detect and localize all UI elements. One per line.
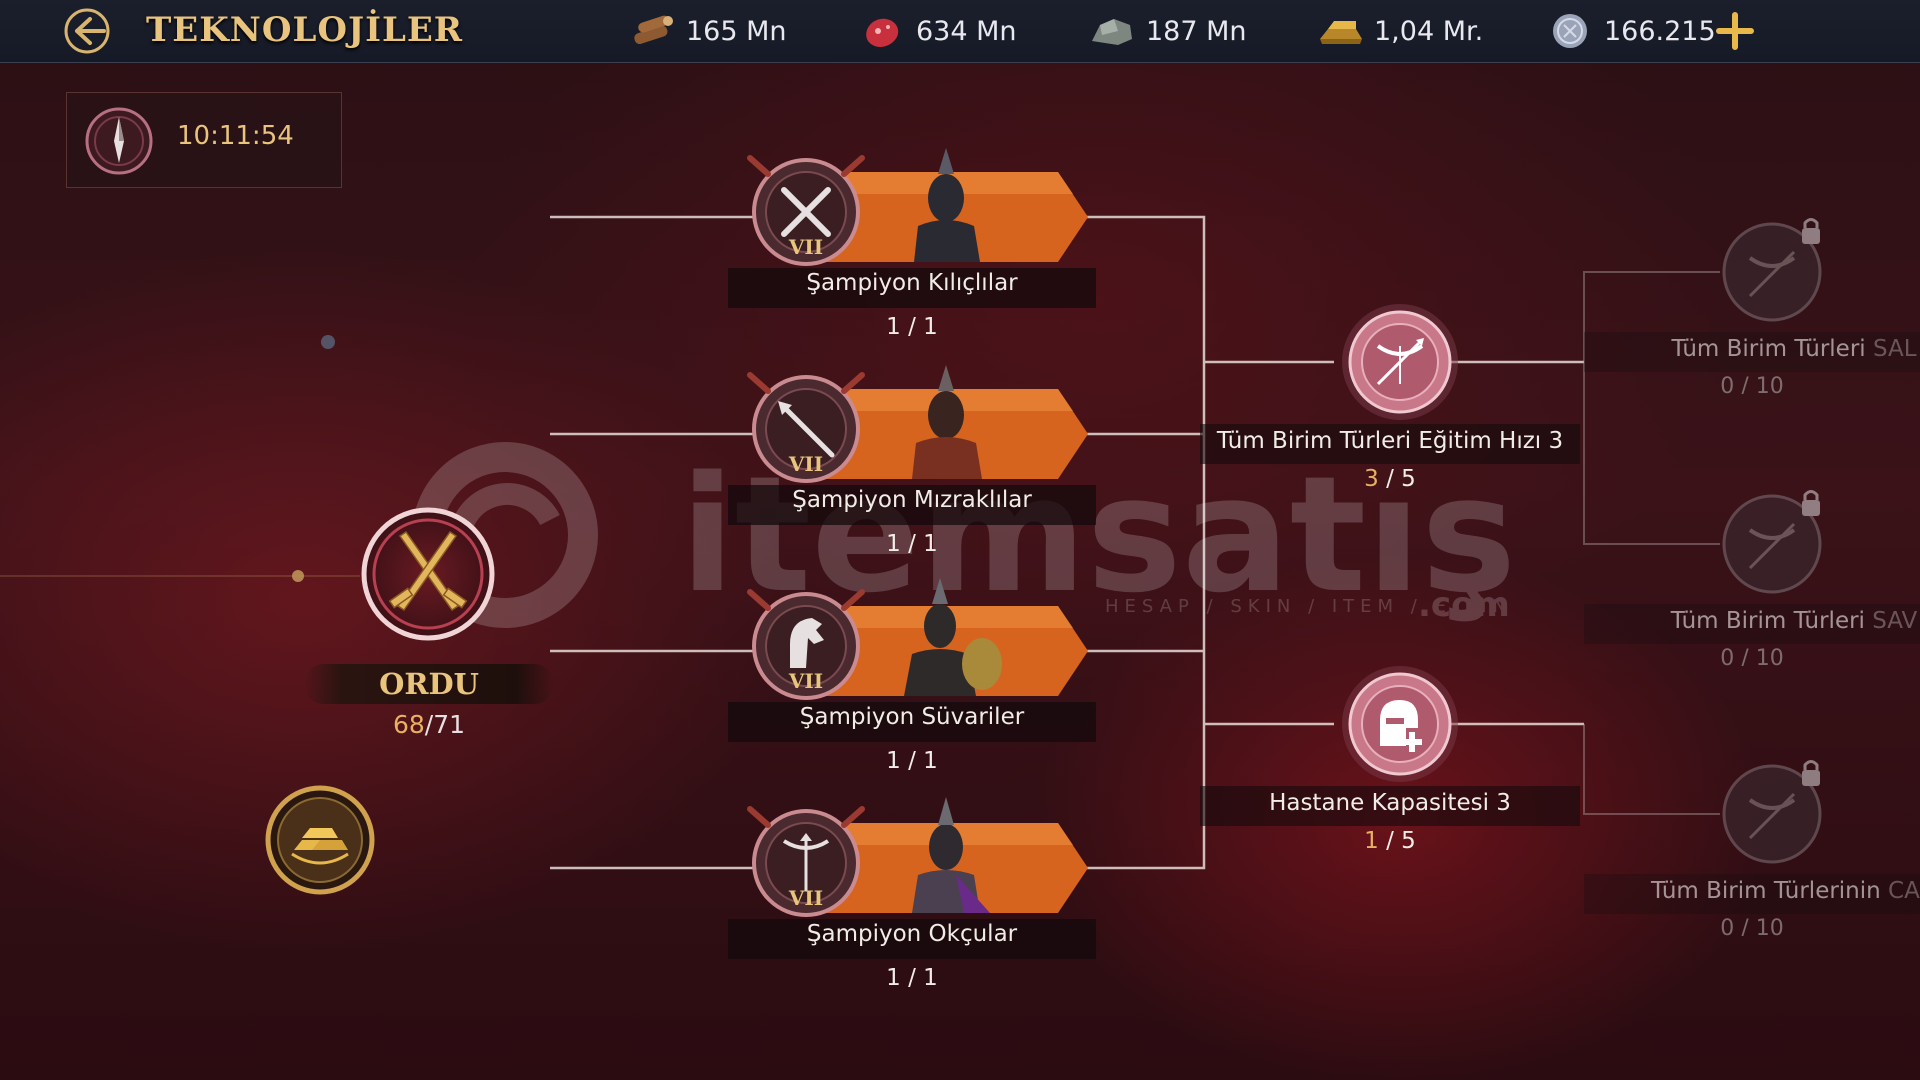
tech-name-faded: SAL <box>1872 336 1917 362</box>
compass-icon <box>85 107 153 175</box>
tech-name: Şampiyon Mızraklılar <box>792 487 1032 513</box>
tech-name-visible: Tüm Birim Türleri <box>1671 336 1873 362</box>
tech-name: Şampiyon Kılıçlılar <box>806 270 1018 296</box>
tech-progress: 3 / 5 <box>1200 466 1580 492</box>
tech-name: Hastane Kapasitesi 3 <box>1269 790 1511 816</box>
tech-progress: 1 / 1 <box>886 748 938 774</box>
lock-icon <box>1802 490 1820 516</box>
lock-icon <box>1802 218 1820 244</box>
name-background <box>728 268 1096 308</box>
stone-icon <box>1092 19 1132 45</box>
tech-progress-current: 3 <box>1364 466 1379 492</box>
tier-badge: VII <box>788 886 823 910</box>
resource-value: 187 Mn <box>1146 15 1247 47</box>
meat-icon <box>866 18 899 47</box>
back-arrow-icon[interactable] <box>60 6 114 56</box>
ordu-emblem[interactable] <box>360 506 496 642</box>
tech-name: Şampiyon Okçular <box>806 921 1018 947</box>
champion-banner: VII <box>747 578 1088 700</box>
name-background <box>1584 604 1920 644</box>
tech-node-locked-3[interactable]: Tüm Birim Türlerinin CAN 0 / 10 <box>1584 756 1920 936</box>
resource-value: 165 Mn <box>686 15 787 47</box>
tech-progress: 1 / 5 <box>1200 828 1580 854</box>
wood-icon <box>634 15 673 45</box>
resource-value: 634 Mn <box>916 15 1017 47</box>
tier-badge: VII <box>788 452 823 476</box>
tech-progress: 1 / 1 <box>886 965 938 991</box>
name-background <box>1584 332 1920 372</box>
research-timer[interactable]: 10:11:54 <box>66 92 342 188</box>
crossed-swords-icon <box>388 530 468 612</box>
bow-arrow-icon <box>1722 760 1822 864</box>
tech-name: Şampiyon Süvariler <box>799 704 1025 730</box>
tech-node-locked-1[interactable]: Tüm Birim Türleri SAL 0 / 10 <box>1584 214 1920 394</box>
crossed-swords-icon <box>747 155 865 266</box>
top-bar: TEKNOLOJİLER 165 Mn 634 Mn 187 Mn 1,04 M… <box>0 0 1920 63</box>
add-currency-button[interactable] <box>1714 10 1756 52</box>
category-label: ORDU <box>379 667 479 701</box>
champion-banner: VII <box>747 148 1088 266</box>
timer-value: 10:11:54 <box>177 121 294 151</box>
tech-node-locked-2[interactable]: Tüm Birim Türleri SAV 0 / 10 <box>1584 486 1920 666</box>
resource-wood: 165 Mn <box>628 10 787 52</box>
champion-banner: VII <box>747 797 1088 917</box>
bow-arrow-icon <box>1722 490 1822 594</box>
tech-progress: 0 / 10 <box>1720 646 1784 666</box>
tech-node-sampiyon-kiliclilar[interactable]: VII Şampiyon Kılıçlılar 1 / 1 <box>728 134 1096 340</box>
resource-meat: 634 Mn <box>858 10 1017 52</box>
name-background <box>1200 424 1580 464</box>
tech-node-sampiyon-mizraklilar[interactable]: VII Şampiyon Mızraklılar 1 / 1 <box>728 351 1096 557</box>
category-progress: 68/71 <box>304 710 554 739</box>
tech-name: Tüm Birim Türleri SAV <box>1584 608 1920 634</box>
tech-progress: 0 / 10 <box>1720 916 1784 936</box>
name-background <box>728 485 1096 525</box>
tech-node-sampiyon-okcular[interactable]: VII Şampiyon Okçular 1 / 1 <box>728 785 1096 991</box>
tier-badge: VII <box>788 669 823 693</box>
bow-arrow-icon <box>1342 304 1458 420</box>
tech-node-sampiyon-suvariler[interactable]: VII Şampiyon Süvariler 1 / 1 <box>728 568 1096 774</box>
tech-progress: 1 / 1 <box>886 531 938 557</box>
decorative-arcs <box>0 335 360 582</box>
resource-silver: 166.215 <box>1546 10 1716 52</box>
resource-stone: 187 Mn <box>1088 10 1247 52</box>
tech-name-faded: SAV <box>1872 608 1918 634</box>
name-background <box>728 919 1096 959</box>
name-background <box>728 702 1096 742</box>
spear-icon <box>747 372 865 483</box>
tech-progress: 1 / 1 <box>886 314 938 340</box>
tier-badge: VII <box>788 235 823 259</box>
tech-name: Tüm Birim Türleri Eğitim Hızı 3 <box>1216 428 1564 454</box>
resource-value: 1,04 Mr. <box>1374 15 1484 47</box>
tech-progress-current: 1 <box>1364 828 1379 854</box>
tech-name: Tüm Birim Türleri SAL <box>1584 336 1920 362</box>
champion-banner: VII <box>747 365 1088 483</box>
resource-gold: 1,04 Mr. <box>1316 10 1483 52</box>
lock-icon <box>1802 760 1820 786</box>
tech-name-faded: CAN <box>1888 878 1920 904</box>
name-background <box>1200 786 1580 826</box>
resource-value: 166.215 <box>1604 15 1716 47</box>
tech-progress-total: / 5 <box>1378 828 1416 854</box>
category-progress-current: 68 <box>392 710 425 739</box>
name-background <box>1584 874 1920 914</box>
economy-category-button[interactable] <box>264 784 376 896</box>
tech-progress: 0 / 10 <box>1720 374 1784 394</box>
helmet-heal-icon <box>1342 666 1458 782</box>
tech-name-visible: Tüm Birim Türlerinin <box>1650 878 1889 904</box>
gold-bar-icon <box>1320 21 1362 44</box>
bow-icon <box>747 806 865 917</box>
gold-bars-icon <box>291 828 349 865</box>
category-progress-total: /71 <box>424 710 466 739</box>
tech-progress-total: / 5 <box>1378 466 1416 492</box>
page-title: TEKNOLOJİLER <box>146 10 464 50</box>
ordu-label-background <box>304 664 554 704</box>
tech-name: Tüm Birim Türlerinin CAN <box>1584 878 1920 904</box>
silver-coin-icon <box>1553 14 1587 48</box>
bow-arrow-icon <box>1722 218 1822 322</box>
tech-name-visible: Tüm Birim Türleri <box>1670 608 1873 634</box>
horse-icon <box>747 589 865 700</box>
